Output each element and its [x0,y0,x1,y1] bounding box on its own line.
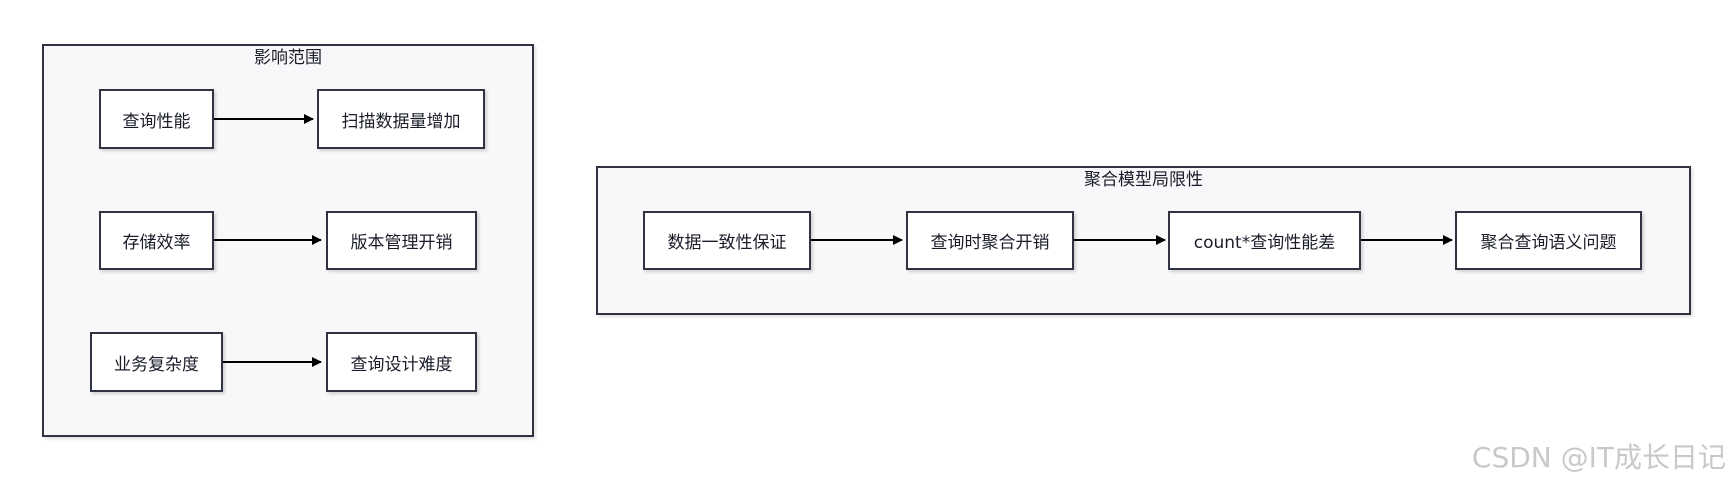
node-query-performance[interactable]: 查询性能 [99,89,214,149]
node-count-query-performance[interactable]: count*查询性能差 [1168,211,1361,270]
agg-limits-group-title: 聚合模型局限性 [1084,170,1203,190]
node-scan-data-increase[interactable]: 扫描数据量增加 [317,89,485,149]
watermark: CSDN @IT成长日记 [1471,441,1726,474]
node-data-consistency[interactable]: 数据一致性保证 [643,211,811,270]
node-business-complexity[interactable]: 业务复杂度 [90,332,223,392]
impact-group-title: 影响范围 [254,48,322,68]
node-aggregation-overhead[interactable]: 查询时聚合开销 [906,211,1074,270]
node-aggregation-semantics[interactable]: 聚合查询语义问题 [1455,211,1642,270]
node-storage-efficiency[interactable]: 存储效率 [99,211,214,270]
node-query-design-difficulty[interactable]: 查询设计难度 [326,332,477,392]
node-version-management-overhead[interactable]: 版本管理开销 [326,211,477,270]
